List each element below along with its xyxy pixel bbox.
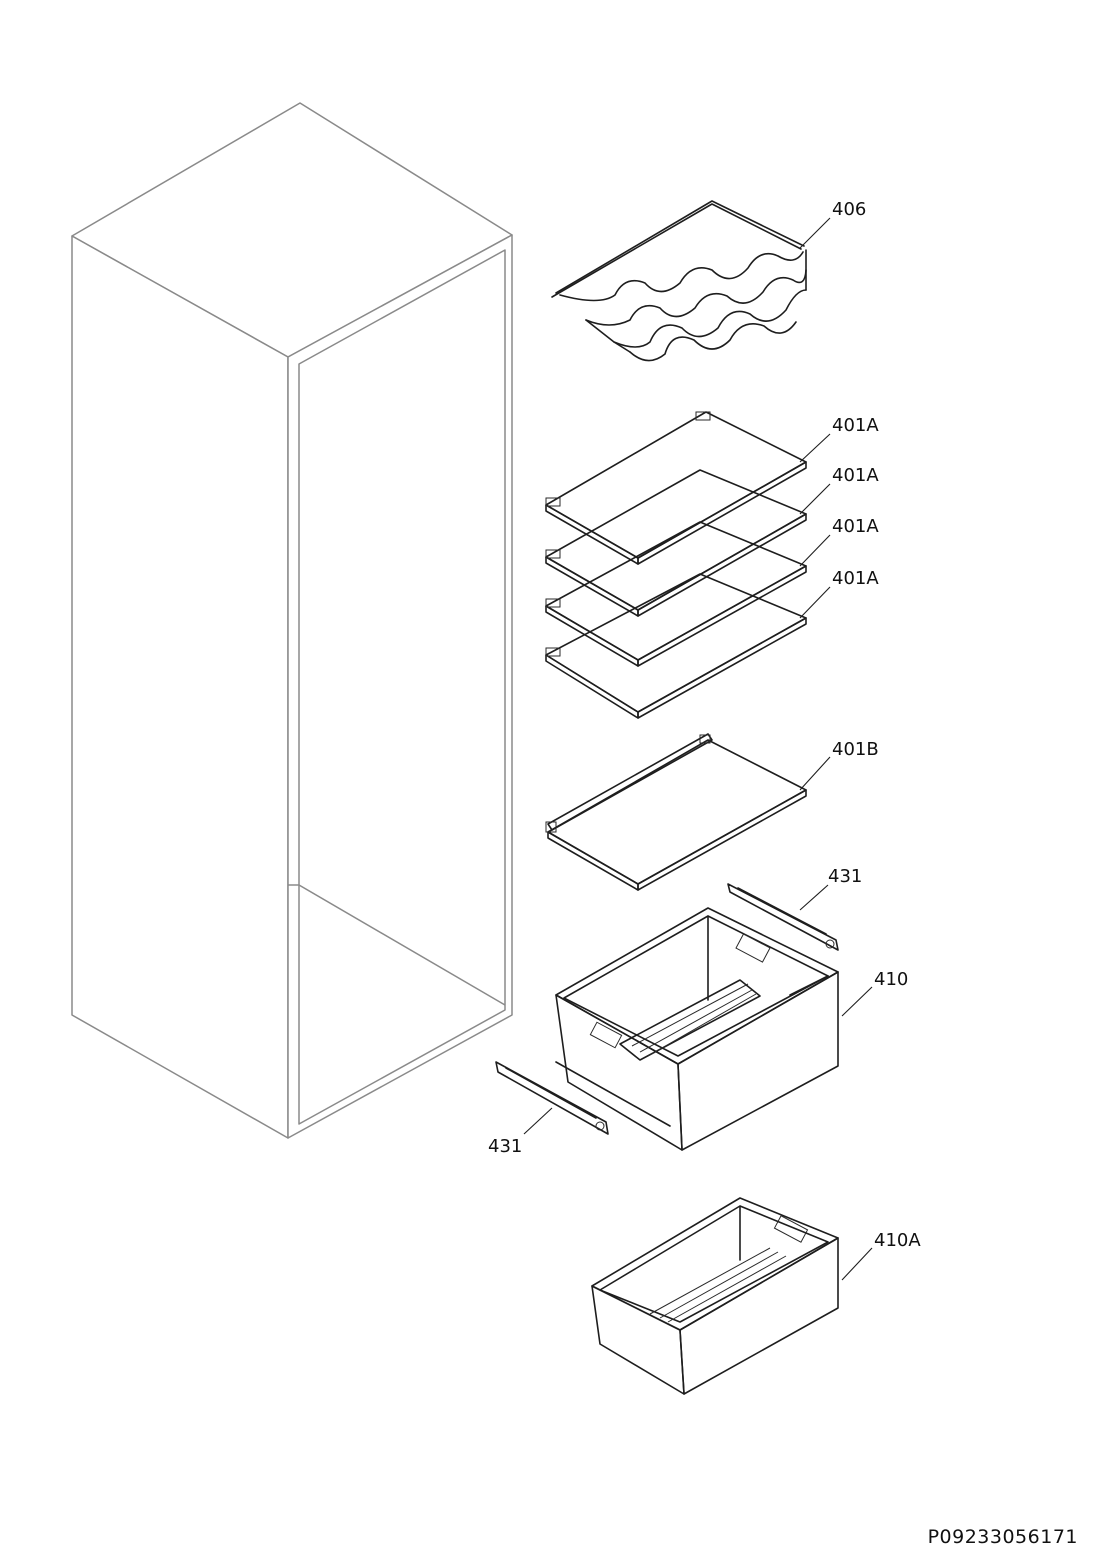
callout-401a-1: 401A bbox=[832, 415, 879, 436]
callout-431-left: 431 bbox=[488, 1136, 522, 1157]
drawing-code: P09233056171 bbox=[927, 1526, 1078, 1548]
callout-401a-4: 401A bbox=[832, 568, 879, 589]
glass-shelf-4 bbox=[545, 573, 807, 719]
leader-lines bbox=[523, 217, 873, 1281]
crisper-drawer-lower bbox=[591, 1197, 839, 1395]
drawer-rail-left bbox=[495, 1061, 671, 1135]
drawer-rail-right bbox=[727, 883, 839, 951]
callout-401b: 401B bbox=[832, 739, 879, 760]
glass-shelf-3 bbox=[545, 521, 807, 667]
glass-shelf-1 bbox=[545, 411, 807, 565]
glass-shelf-bottom bbox=[545, 733, 807, 891]
callout-410: 410 bbox=[874, 969, 908, 990]
cabinet-body bbox=[71, 102, 513, 1139]
callout-401a-2: 401A bbox=[832, 465, 879, 486]
callout-431-right: 431 bbox=[828, 866, 862, 887]
callout-410a: 410A bbox=[874, 1230, 921, 1251]
wine-rack bbox=[551, 200, 807, 362]
callout-401a-3: 401A bbox=[832, 516, 879, 537]
glass-shelf-2 bbox=[545, 469, 807, 617]
crisper-drawer-upper bbox=[555, 907, 839, 1151]
callout-406: 406 bbox=[832, 199, 866, 220]
